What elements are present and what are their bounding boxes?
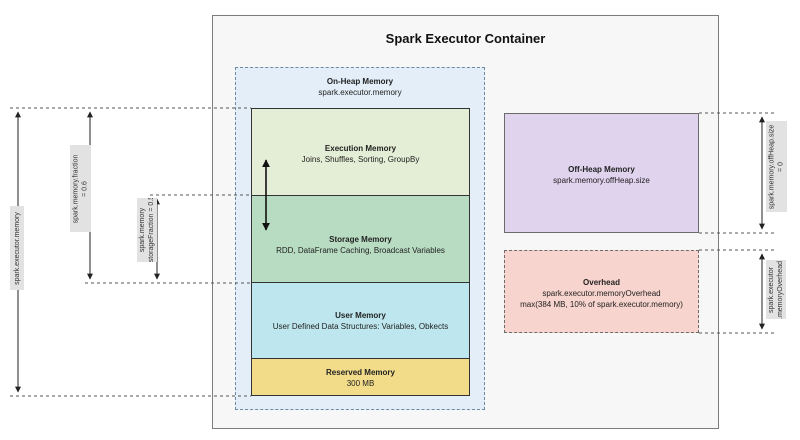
off-heap-memory-block: Off-Heap Memory spark.memory.offHeap.siz… xyxy=(504,113,699,233)
overhead-subtitle: spark.executor.memoryOverhead xyxy=(542,289,661,298)
memory-overhead-label-text: spark.executor .memoryOverhead xyxy=(768,260,784,319)
on-heap-subtitle: spark.executor.memory xyxy=(318,88,402,97)
executor-memory-label: spark.executor.memory xyxy=(10,206,24,290)
offheap-size-label: spark.memory.offHeap.size = 0 xyxy=(766,121,787,212)
off-heap-subtitle: spark.memory.offHeap.size xyxy=(553,176,650,185)
storage-fraction-label: spark.memory .storageFraction = 0.5 xyxy=(137,198,157,262)
storage-fraction-label-text: spark.memory .storageFraction = 0.5 xyxy=(139,198,156,262)
guide-lines xyxy=(10,107,775,397)
storage-memory-block: Storage Memory RDD, DataFrame Caching, B… xyxy=(251,195,470,283)
execution-memory-subtitle: Joins, Shuffles, Sorting, GroupBy xyxy=(301,155,420,164)
memory-fraction-label-text: spark.memory.fraction = 0.6 xyxy=(72,154,89,223)
off-heap-title: Off-Heap Memory xyxy=(568,165,635,174)
container-title: Spark Executor Container xyxy=(385,31,546,46)
user-memory-block: User Memory User Defined Data Structures… xyxy=(251,282,470,359)
reserved-memory-size: 300 MB xyxy=(346,379,375,388)
overhead-formula: max(384 MB, 10% of spark.executor.memory… xyxy=(520,300,683,309)
storage-memory-subtitle: RDD, DataFrame Caching, Broadcast Variab… xyxy=(276,246,445,255)
user-memory-subtitle: User Defined Data Structures: Variables,… xyxy=(272,322,449,331)
execution-memory-title: Execution Memory xyxy=(324,144,397,153)
user-memory-title: User Memory xyxy=(335,311,386,320)
on-heap-title: On-Heap Memory xyxy=(326,77,394,86)
executor-memory-label-text: spark.executor.memory xyxy=(13,211,21,285)
reserved-memory-title: Reserved Memory xyxy=(326,368,395,377)
storage-memory-title: Storage Memory xyxy=(329,235,392,244)
memory-fraction-label: spark.memory.fraction = 0.6 xyxy=(70,145,91,232)
memory-overhead-label: spark.executor .memoryOverhead xyxy=(766,260,786,319)
overhead-memory-block: Overhead spark.executor.memoryOverhead m… xyxy=(504,250,699,333)
execution-memory-block: Execution Memory Joins, Shuffles, Sortin… xyxy=(251,108,470,196)
offheap-size-label-text: spark.memory.offHeap.size = 0 xyxy=(768,124,785,209)
on-heap-caption: On-Heap Memory spark.executor.memory xyxy=(235,76,485,98)
overhead-title: Overhead xyxy=(583,278,620,287)
reserved-memory-block: Reserved Memory 300 MB xyxy=(251,358,470,396)
